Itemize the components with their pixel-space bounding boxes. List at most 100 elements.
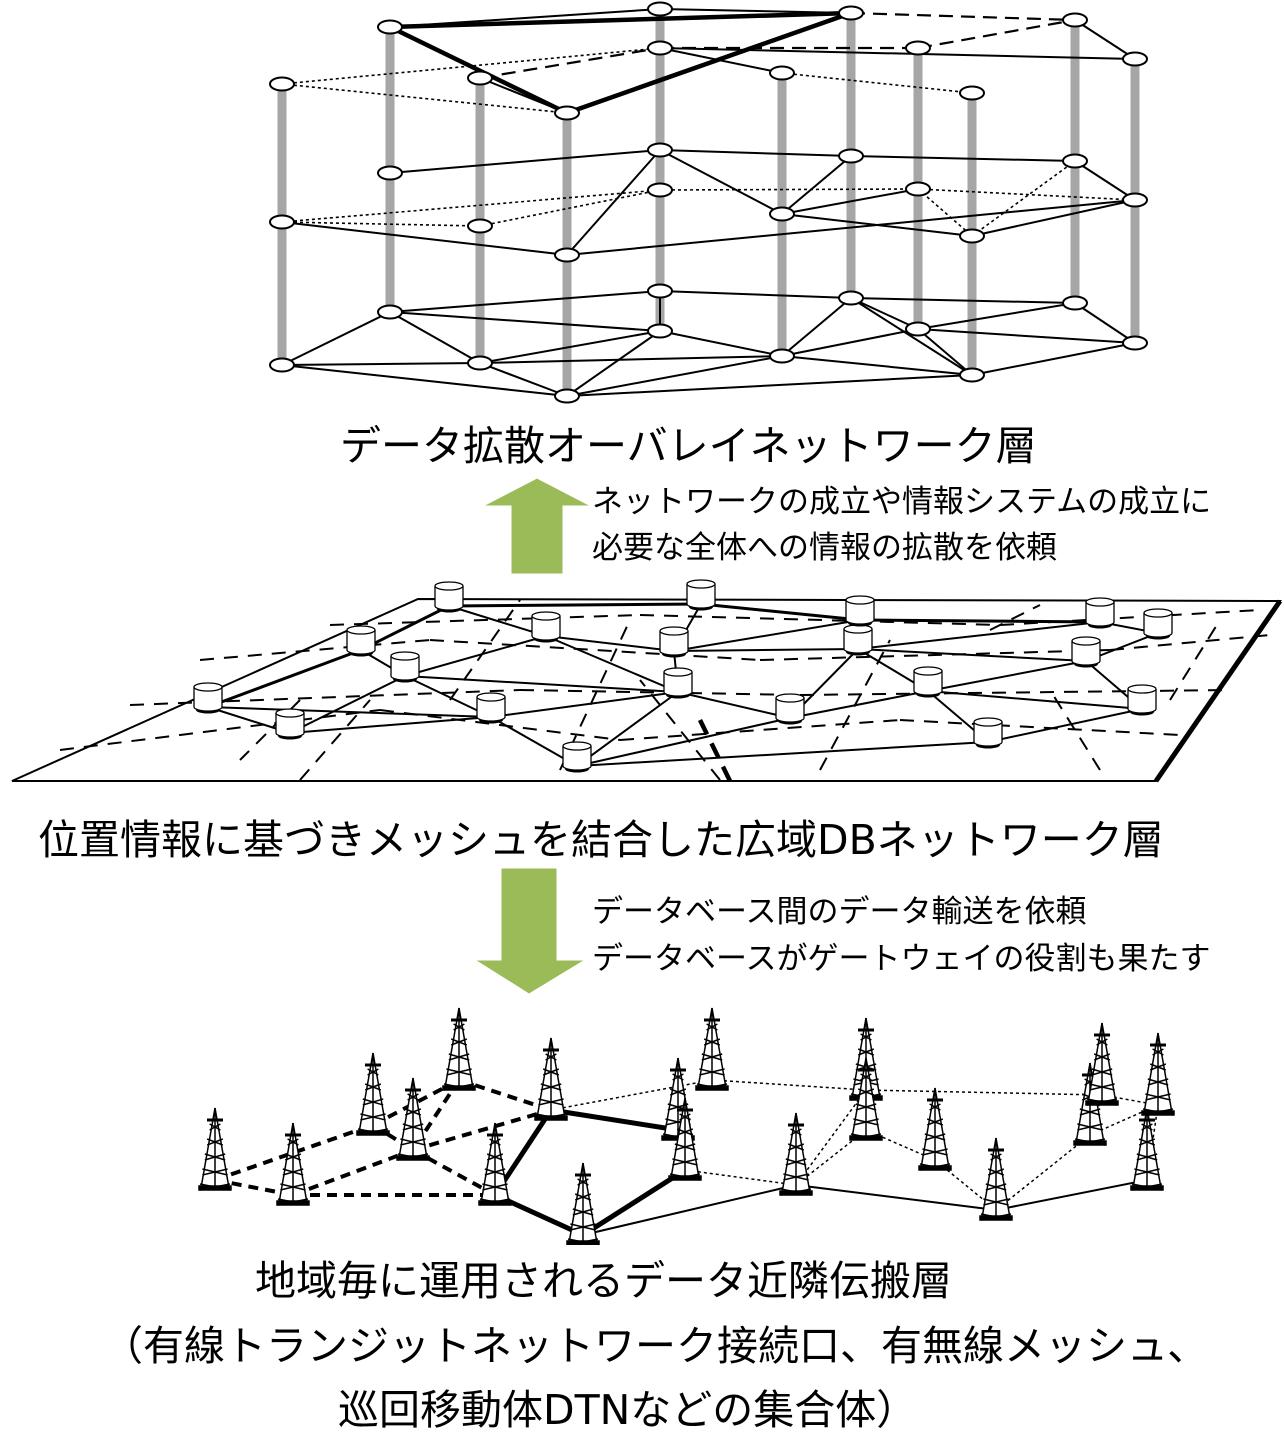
db-boundary bbox=[199, 639, 431, 661]
tower-brace bbox=[204, 1153, 226, 1161]
overlay-edges bbox=[281, 8, 1136, 397]
tower-brace bbox=[540, 1083, 562, 1091]
tower-brace bbox=[206, 1138, 224, 1146]
tower-brace bbox=[1089, 1083, 1115, 1091]
tower-brace bbox=[860, 1073, 872, 1081]
tower-base bbox=[668, 1175, 702, 1181]
radio-tower-icon bbox=[276, 1122, 310, 1206]
db-link bbox=[987, 708, 1143, 743]
tower-brace bbox=[209, 1123, 221, 1131]
overlay-node bbox=[647, 1, 673, 17]
overlay-edge bbox=[566, 199, 1136, 256]
tower-brace bbox=[676, 1128, 694, 1136]
tower-brace bbox=[453, 1023, 465, 1031]
overlay-node bbox=[1062, 153, 1088, 169]
overlay-edge bbox=[1074, 160, 1136, 201]
down-arrow-icon bbox=[473, 867, 587, 995]
overlay-edge bbox=[389, 290, 661, 313]
db-boundary bbox=[1049, 689, 1101, 771]
overlay-node bbox=[269, 76, 295, 92]
tower-brace bbox=[542, 1068, 560, 1076]
tower-brace bbox=[706, 1023, 718, 1031]
overlay-node bbox=[1122, 192, 1148, 208]
db-boundary-bold bbox=[697, 719, 733, 782]
overlay-edge bbox=[281, 362, 481, 366]
tower-brace bbox=[1147, 1078, 1169, 1086]
tower-base bbox=[1130, 1185, 1164, 1191]
database-cylinder-icon bbox=[476, 692, 506, 724]
overlay-edge bbox=[781, 328, 919, 357]
tower-brace bbox=[1134, 1168, 1160, 1176]
overlay-edge bbox=[781, 155, 852, 215]
tower-brace bbox=[857, 1088, 875, 1096]
overlay-edge bbox=[781, 188, 919, 215]
tower-link bbox=[711, 1079, 867, 1091]
radio-tower-icon bbox=[1141, 1032, 1175, 1116]
tower-brace bbox=[367, 1068, 379, 1076]
tower-link bbox=[412, 1148, 496, 1197]
tower-brace bbox=[785, 1158, 807, 1166]
overlay-edge bbox=[479, 46, 661, 80]
tower-base bbox=[1073, 1140, 1107, 1146]
tower-brace bbox=[672, 1073, 684, 1081]
db-body bbox=[476, 697, 506, 722]
local-layer-subtitle-line2: 巡回移動体DTNなどの集合体） bbox=[338, 1386, 918, 1434]
db-link bbox=[289, 675, 406, 734]
db-link bbox=[545, 635, 679, 693]
overlay-edge bbox=[781, 213, 973, 237]
db-boundary bbox=[639, 614, 1001, 626]
overlay-edge bbox=[659, 47, 1136, 60]
tower-brace bbox=[400, 1138, 426, 1146]
overlay-edge bbox=[566, 10, 852, 116]
overlay-edge bbox=[917, 328, 1136, 344]
overlay-node bbox=[959, 228, 985, 244]
db-top bbox=[562, 741, 592, 751]
tower-link bbox=[550, 1079, 713, 1111]
database-cylinder-icon bbox=[346, 625, 376, 657]
overlay-node bbox=[467, 70, 493, 86]
tower-brace bbox=[929, 1103, 941, 1111]
tower-brace bbox=[1152, 1048, 1164, 1056]
tower-brace bbox=[855, 1103, 877, 1111]
overlay-edge bbox=[389, 10, 852, 30]
db-link bbox=[673, 648, 859, 652]
overlay-edge bbox=[479, 77, 568, 114]
overlay-node bbox=[647, 142, 673, 158]
db-top bbox=[913, 666, 943, 676]
tower-link bbox=[795, 1089, 867, 1186]
db-boundary bbox=[449, 599, 521, 701]
tower-brace bbox=[360, 1113, 386, 1121]
overlay-node bbox=[838, 5, 864, 21]
overlay-edge bbox=[389, 149, 661, 174]
overlay-node bbox=[769, 206, 795, 222]
radio-tower-icon bbox=[918, 1087, 952, 1171]
database-cylinder-icon bbox=[275, 708, 305, 740]
db-link bbox=[927, 660, 1087, 692]
radio-tower-icon bbox=[356, 1052, 390, 1136]
db-top bbox=[845, 595, 875, 605]
tower-link bbox=[582, 1184, 797, 1236]
overlay-edge bbox=[281, 221, 568, 256]
db-network-graphic bbox=[11, 579, 1283, 783]
tower-brace bbox=[482, 1183, 508, 1191]
db-link bbox=[859, 618, 1101, 624]
overlay-node bbox=[959, 85, 985, 101]
db-top bbox=[476, 692, 506, 702]
radio-tower-icon bbox=[534, 1037, 568, 1121]
overlay-nodes bbox=[269, 1, 1148, 404]
db-boundary bbox=[299, 699, 371, 781]
tower-brace bbox=[1079, 1108, 1101, 1116]
up-arrow-caption-line1: ネットワークの成立や情報システムの成立に bbox=[592, 484, 1212, 520]
overlay-node bbox=[1062, 12, 1088, 28]
db-boundary bbox=[759, 649, 1111, 661]
database-cylinder-icon bbox=[686, 579, 716, 611]
tower-brace bbox=[857, 1048, 875, 1056]
tower-base bbox=[442, 1085, 476, 1091]
overlay-node bbox=[377, 19, 403, 35]
tower-base bbox=[276, 1200, 310, 1206]
db-body bbox=[1071, 641, 1101, 666]
local-layer-subtitle-line1: （有線トランジットネットワーク接続口、有無線メッシュ、 bbox=[102, 1322, 1209, 1370]
tower-link bbox=[865, 1089, 1103, 1096]
database-cylinder-icon bbox=[1085, 597, 1115, 629]
tower-brace bbox=[924, 1133, 946, 1141]
